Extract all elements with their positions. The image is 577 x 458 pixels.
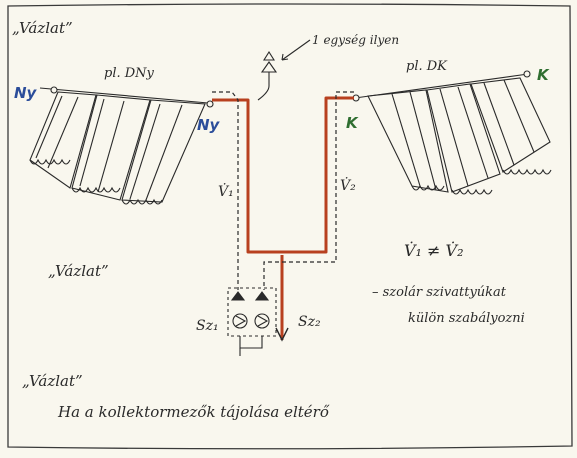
field-left-port-label: Ny (197, 116, 221, 134)
air-vent (257, 39, 311, 101)
collector-field-right (352, 70, 552, 195)
flow-arrow-down (275, 327, 289, 342)
pump-group (227, 287, 277, 356)
sketch-label-middle: „Vázlat” (48, 262, 109, 280)
pump-sz1-icon (232, 313, 248, 329)
sketch-label-bottom: „Vázlat” (22, 372, 83, 390)
collector-panel (470, 77, 551, 173)
frame (7, 3, 573, 450)
collector-panel (71, 94, 151, 201)
flow-v1-label: V̇₁ (218, 182, 234, 200)
hot-pipe (212, 96, 354, 340)
note-line-1: – szolár szivattyúkat (372, 285, 507, 300)
flow-v2-label: V̇₂ (340, 176, 356, 194)
collector-field-left (29, 86, 214, 205)
caption: Ha a kollektormezők tájolása eltérő (57, 403, 330, 421)
field-right-port-label: K (346, 114, 359, 132)
pump-sz1-label: Sz₁ (196, 318, 219, 334)
pump-sz2-label: Sz₂ (298, 314, 321, 330)
field-left-name: pl. DNy (104, 66, 155, 81)
field-right-name: pl. DK (406, 59, 448, 74)
collector-panel (29, 91, 97, 189)
note-line-2: külön szabályozni (408, 311, 525, 326)
sketch-label-top: „Vázlat” (12, 19, 73, 37)
collector-panel (426, 83, 501, 193)
unit-note: 1 egység ilyen (312, 33, 399, 47)
collector-panel (121, 99, 206, 203)
field-right-end-label: K (537, 66, 550, 84)
pump-sz2-icon (254, 313, 270, 329)
note-formula: V̇₁ ≠ V̇₂ (404, 241, 464, 260)
collector-panel (367, 89, 449, 193)
return-pipes (212, 91, 354, 290)
field-left-end-label: Ny (14, 84, 38, 102)
